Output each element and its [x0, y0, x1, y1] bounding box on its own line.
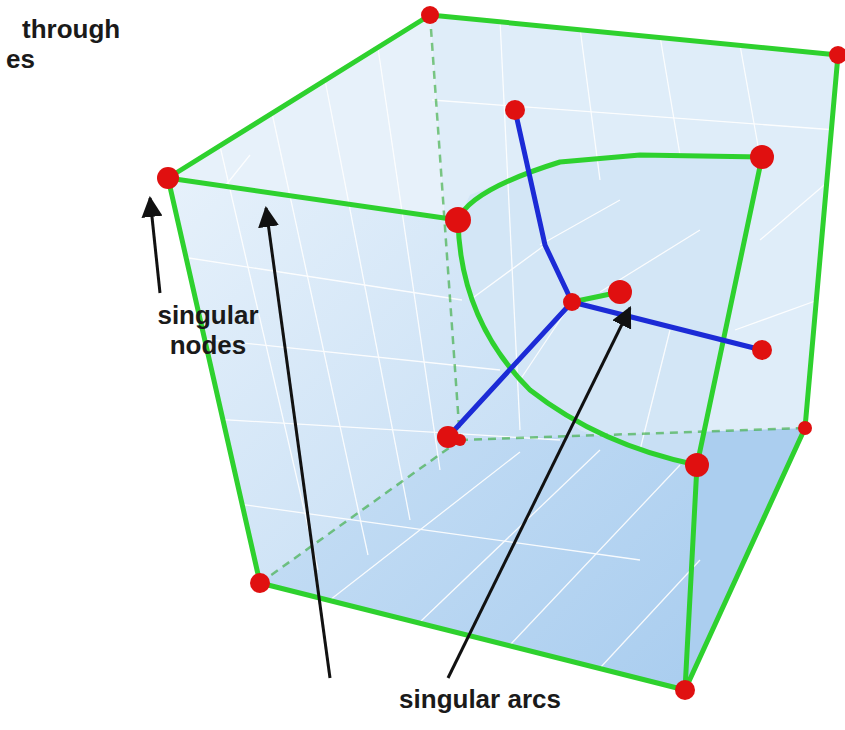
callout-label: singular nodes — [148, 300, 268, 360]
singular-node-dots — [157, 6, 845, 700]
singular-arcs-boundary — [168, 15, 838, 690]
cube-faces — [168, 15, 838, 690]
callout-label: singular arcs — [330, 684, 630, 714]
leader-arrows — [150, 198, 630, 678]
hidden-edges — [260, 15, 805, 583]
heading-fragment: through — [22, 14, 120, 44]
singular-arcs-interior — [448, 110, 762, 437]
heading-fragment: es — [6, 44, 35, 74]
